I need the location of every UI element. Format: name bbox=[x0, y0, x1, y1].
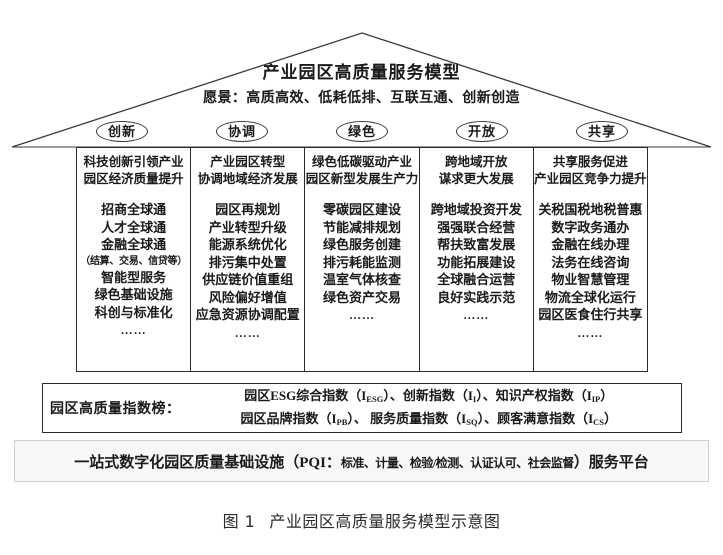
index-service-quality: ）、 服务质量指数（ISQ bbox=[347, 411, 478, 427]
figure-caption: 图 1 产业园区高质量服务模型示意图 bbox=[0, 508, 723, 532]
platform-middle: 标准、计量、检验/检测、认证认可、社会监督 bbox=[340, 455, 574, 470]
column-item: 全球融合运营 bbox=[437, 272, 516, 287]
column-heading-line1: 科技创新引领产业 bbox=[83, 155, 184, 169]
column-item: 金融全球通 bbox=[101, 237, 167, 252]
pillar-label-cell-3: 绿色 bbox=[302, 118, 422, 144]
column-item: 招商全球通 bbox=[101, 202, 167, 217]
index-board-label: 园区高质量指数榜： bbox=[50, 402, 181, 417]
pillar-oval-green[interactable]: 绿色 bbox=[335, 120, 388, 142]
column-item: 温室气体核查 bbox=[323, 272, 402, 287]
column-item: 产业转型升级 bbox=[208, 219, 287, 235]
pillar-column-innovation[interactable]: 科技创新引领产业 园区经济质量提升 招商全球通 人才全球通 金融全球通 （结算、… bbox=[77, 148, 192, 371]
column-item: 物流全球化运行 bbox=[544, 289, 636, 305]
column-item: 供应链价值重组 bbox=[202, 272, 294, 287]
column-ellipsis: …… bbox=[463, 308, 490, 322]
model-title: 产业园区高质量服务模型 bbox=[262, 63, 461, 82]
column-heading-line1: 跨地域开放 bbox=[444, 155, 508, 169]
column-item: 人才全球通 bbox=[101, 219, 167, 235]
column-item: 科创与标准化 bbox=[94, 304, 173, 320]
quality-index-board: 园区高质量指数榜： 园区ESG综合指数（IESG）、创新指数（II）、知识产权指… bbox=[42, 383, 682, 433]
pillar-label-cell-1: 创新 bbox=[62, 118, 182, 144]
column-heading-line1: 产业园区转型 bbox=[210, 155, 286, 169]
pillar-oval-openness[interactable]: 开放 bbox=[455, 120, 508, 142]
column-item-list: 零碳园区建设 节能减排规划 绿色服务创建 排污耗能监测 温室气体核查 绿色资产交… bbox=[323, 201, 401, 323]
column-item: 良好实践示范 bbox=[437, 289, 516, 305]
model-vision: 愿景：高质高效、低耗低排、互联互通、创新创造 bbox=[203, 91, 520, 106]
index-board-lines: 园区ESG综合指数（IESG）、创新指数（II）、知识产权指数（IIP） 园区品… bbox=[181, 385, 678, 431]
column-item: 帮扶致富发展 bbox=[437, 237, 516, 252]
column-item: 零碳园区建设 bbox=[323, 202, 402, 217]
index-line1-tail: ） bbox=[600, 388, 614, 403]
column-item: 智能型服务 bbox=[101, 269, 167, 285]
column-ellipsis: …… bbox=[349, 308, 375, 322]
pillar-oval-coordination[interactable]: 协调 bbox=[215, 120, 268, 142]
column-ellipsis: …… bbox=[234, 325, 261, 340]
pillar-column-coordination[interactable]: 产业园区转型 协调地域经济发展 园区再规划 产业转型升级 能源系统优化 排污集中… bbox=[191, 148, 306, 371]
index-customer-satisfaction: ）、顾客满意指数（ICS bbox=[477, 411, 604, 427]
column-item: 绿色基础设施 bbox=[94, 287, 173, 302]
column-heading: 科技创新引领产业 园区经济质量提升 bbox=[84, 154, 184, 188]
column-item: 金融在线办理 bbox=[551, 237, 630, 252]
column-heading-line2: 园区经济质量提升 bbox=[83, 172, 184, 186]
pillar-column-green[interactable]: 绿色低碳驱动产业 园区新型发展生产力 零碳园区建设 节能减排规划 绿色服务创建 … bbox=[305, 148, 420, 371]
index-innovation: ）、创新指数（II bbox=[383, 388, 477, 404]
column-item-list: 园区再规划 产业转型升级 能源系统优化 排污集中处置 供应链价值重组 风险偏好增… bbox=[196, 201, 300, 341]
column-item: 功能拓展建设 bbox=[437, 254, 516, 270]
column-ellipsis: …… bbox=[120, 323, 147, 337]
column-item: 法务在线咨询 bbox=[551, 254, 630, 270]
column-item: 园区医食住行共享 bbox=[538, 307, 643, 322]
column-heading-line2: 园区新型发展生产力 bbox=[305, 172, 419, 186]
platform-text: 一站式数字化园区质量基础设施（PQI：标准、计量、检验/检测、认证认可、社会监督… bbox=[74, 451, 649, 472]
column-item: 跨地域投资开发 bbox=[430, 202, 522, 217]
pillar-label-row: 创新 协调 绿色 开放 共享 bbox=[62, 118, 662, 144]
pillar-label-cell-2: 协调 bbox=[182, 118, 302, 144]
column-heading: 跨地域开放 谋求更大发展 bbox=[439, 154, 514, 188]
column-item-note: （结算、交易、信贷等） bbox=[80, 255, 187, 267]
column-item: 绿色服务创建 bbox=[323, 237, 402, 252]
column-item: 能源系统优化 bbox=[208, 237, 287, 252]
column-ellipsis: …… bbox=[577, 325, 604, 340]
column-item: 关税国税地税普惠 bbox=[538, 202, 643, 217]
column-heading-line1: 共享服务促进 bbox=[552, 155, 628, 169]
column-item: 绿色资产交易 bbox=[323, 289, 402, 305]
column-item: 风险偏好增值 bbox=[208, 289, 287, 305]
column-heading: 绿色低碳驱动产业 园区新型发展生产力 bbox=[306, 154, 419, 188]
index-board-line-1: 园区ESG综合指数（IESG）、创新指数（II）、知识产权指数（IIP） bbox=[181, 385, 678, 408]
pillar-columns: 科技创新引领产业 园区经济质量提升 招商全球通 人才全球通 金融全球通 （结算、… bbox=[76, 147, 648, 372]
pillar-label-cell-5: 共享 bbox=[542, 118, 662, 144]
column-heading-line2: 谋求更大发展 bbox=[438, 172, 514, 186]
platform-lead: 一站式数字化园区质量基础设施（PQI： bbox=[74, 454, 341, 471]
column-item: 园区再规划 bbox=[215, 202, 281, 217]
column-item-list: 关税国税地税普惠 数字政务通办 金融在线办理 法务在线咨询 物业智慧管理 物流全… bbox=[538, 201, 642, 341]
column-item: 数字政务通办 bbox=[551, 219, 630, 235]
pillar-oval-sharing[interactable]: 共享 bbox=[575, 120, 628, 142]
index-board-line-2: 园区品牌指数（IPB）、 服务质量指数（ISQ）、顾客满意指数（ICS） bbox=[181, 408, 678, 431]
column-heading: 产业园区转型 协调地域经济发展 bbox=[198, 154, 298, 188]
column-item-list: 招商全球通 人才全球通 金融全球通 （结算、交易、信贷等） 智能型服务 绿色基础… bbox=[80, 201, 187, 338]
figure-caption-label: 图 1 bbox=[222, 512, 256, 531]
column-heading-line2: 协调地域经济发展 bbox=[197, 172, 298, 186]
column-heading-line2: 产业园区竞争力提升 bbox=[534, 172, 647, 186]
pqi-platform-bar: 一站式数字化园区质量基础设施（PQI：标准、计量、检验/检测、认证认可、社会监督… bbox=[14, 440, 709, 482]
figure-caption-text: 产业园区高质量服务模型示意图 bbox=[269, 512, 501, 531]
column-item-list: 跨地域投资开发 强强联合经营 帮扶致富发展 功能拓展建设 全球融合运营 良好实践… bbox=[431, 201, 522, 323]
index-line2-tail: ） bbox=[604, 411, 618, 426]
pillar-label-cell-4: 开放 bbox=[422, 118, 542, 144]
index-ip: ）、知识产权指数（IIP bbox=[476, 388, 601, 404]
column-item: 强强联合经营 bbox=[437, 219, 516, 235]
pillar-column-openness[interactable]: 跨地域开放 谋求更大发展 跨地域投资开发 强强联合经营 帮扶致富发展 功能拓展建… bbox=[420, 148, 534, 371]
platform-tail: ）服务平台 bbox=[573, 454, 649, 471]
column-item: 物业智慧管理 bbox=[551, 272, 630, 287]
column-item: 排污耗能监测 bbox=[323, 254, 402, 270]
column-heading: 共享服务促进 产业园区竞争力提升 bbox=[534, 154, 647, 188]
index-esg: 园区ESG综合指数（IESG bbox=[244, 388, 384, 404]
pillar-oval-innovation[interactable]: 创新 bbox=[95, 120, 148, 142]
index-brand: 园区品牌指数（IPB bbox=[240, 411, 348, 427]
column-item: 排污集中处置 bbox=[208, 254, 287, 270]
column-heading-line1: 绿色低碳驱动产业 bbox=[312, 155, 413, 169]
column-item: 应急资源协调配置 bbox=[195, 307, 300, 322]
column-item: 节能减排规划 bbox=[323, 219, 402, 235]
pillar-column-sharing[interactable]: 共享服务促进 产业园区竞争力提升 关税国税地税普惠 数字政务通办 金融在线办理 … bbox=[534, 148, 647, 371]
